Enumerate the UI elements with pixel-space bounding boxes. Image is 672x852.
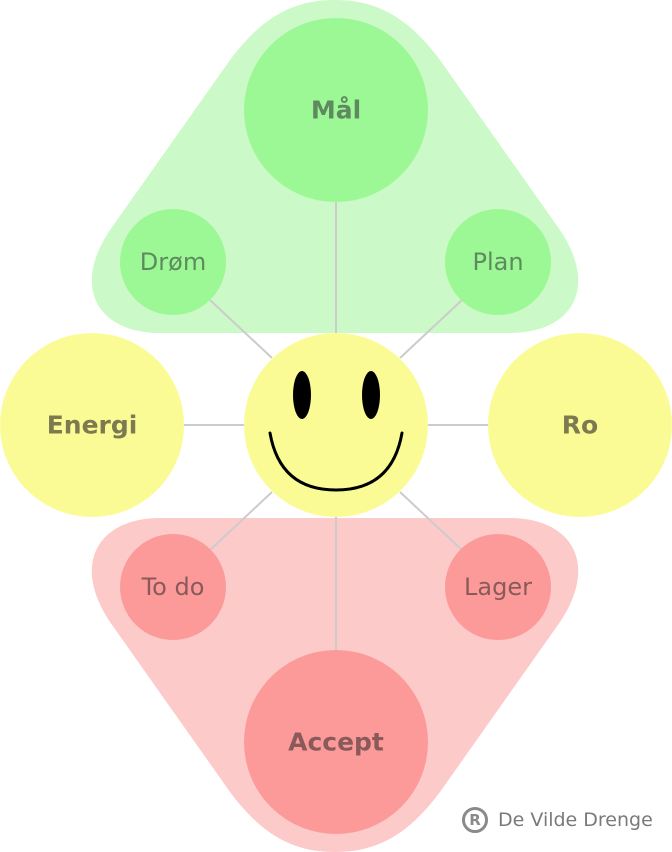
node-todo-label: To do [141,573,205,601]
registered-icon: R [462,807,488,833]
smiley-face-icon [244,333,428,517]
right-eye [362,371,380,419]
credit-text: De Vilde Drenge [498,809,653,831]
node-energi-label: Energi [47,411,138,440]
node-accept-label: Accept [288,728,384,757]
credit: R De Vilde Drenge [462,806,653,834]
node-lager-label: Lager [464,573,532,601]
node-maal-label: Mål [311,96,361,125]
left-eye [293,371,311,419]
node-droem-label: Drøm [140,248,206,276]
node-ro-label: Ro [562,411,598,440]
node-plan-label: Plan [472,248,523,276]
